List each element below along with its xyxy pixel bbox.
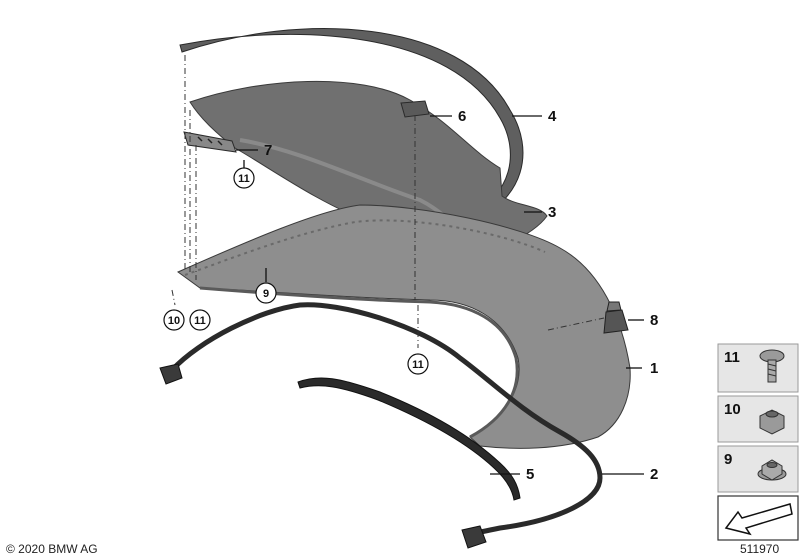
part-7-holes	[197, 136, 223, 146]
callout-part-7: 7	[264, 142, 272, 159]
svg-text:11: 11	[238, 173, 250, 185]
svg-text:11: 11	[412, 359, 424, 371]
nut-icon	[759, 409, 785, 435]
part-5-inner-seal[interactable]	[297, 377, 521, 501]
callout-part-1: 1	[650, 360, 658, 377]
callout-part-5: 5	[526, 466, 534, 483]
diagram-id: 511970	[740, 542, 779, 556]
part-8-push-nut[interactable]	[603, 309, 629, 334]
legend-item-10[interactable]	[717, 395, 799, 443]
svg-text:10: 10	[724, 401, 741, 418]
part-2-end-connector-left	[159, 363, 183, 385]
svg-text:11: 11	[724, 349, 740, 366]
callout-part-2: 2	[650, 466, 658, 483]
part-1-inner-flange	[184, 219, 546, 276]
legend-item-11[interactable]	[717, 343, 799, 393]
svg-text:9: 9	[724, 451, 732, 468]
circled-ref-11-clip: 11	[233, 167, 255, 189]
alignment-lines	[171, 55, 605, 348]
screw-icon	[759, 349, 785, 383]
callout-part-6: 6	[458, 108, 466, 125]
circled-ref-10: 10	[163, 309, 185, 331]
copyright-text: © 2020 BMW AG	[6, 542, 98, 556]
part-8-cap	[606, 301, 622, 312]
callout-part-8: 8	[650, 312, 658, 329]
flange-nut-icon	[757, 459, 787, 481]
part-1-main-shell[interactable]	[177, 204, 631, 449]
circled-ref-9: 9	[255, 282, 277, 304]
part-2-outer-seal[interactable]	[169, 302, 603, 537]
callout-part-3: 3	[548, 204, 556, 221]
legend-panel: 11 10 9	[717, 343, 799, 541]
svg-text:10: 10	[168, 315, 180, 327]
leader-lines	[236, 115, 644, 475]
part-6-clip[interactable]	[400, 100, 430, 118]
circled-ref-11-middle: 11	[407, 353, 429, 375]
circled-ref-11-left: 11	[189, 309, 211, 331]
part-2-end-connector-right	[461, 525, 487, 549]
svg-text:11: 11	[194, 315, 206, 327]
svg-text:9: 9	[263, 288, 269, 300]
callout-part-4: 4	[548, 108, 557, 125]
legend-item-9[interactable]	[717, 445, 799, 493]
direction-arrow-icon	[724, 503, 793, 536]
